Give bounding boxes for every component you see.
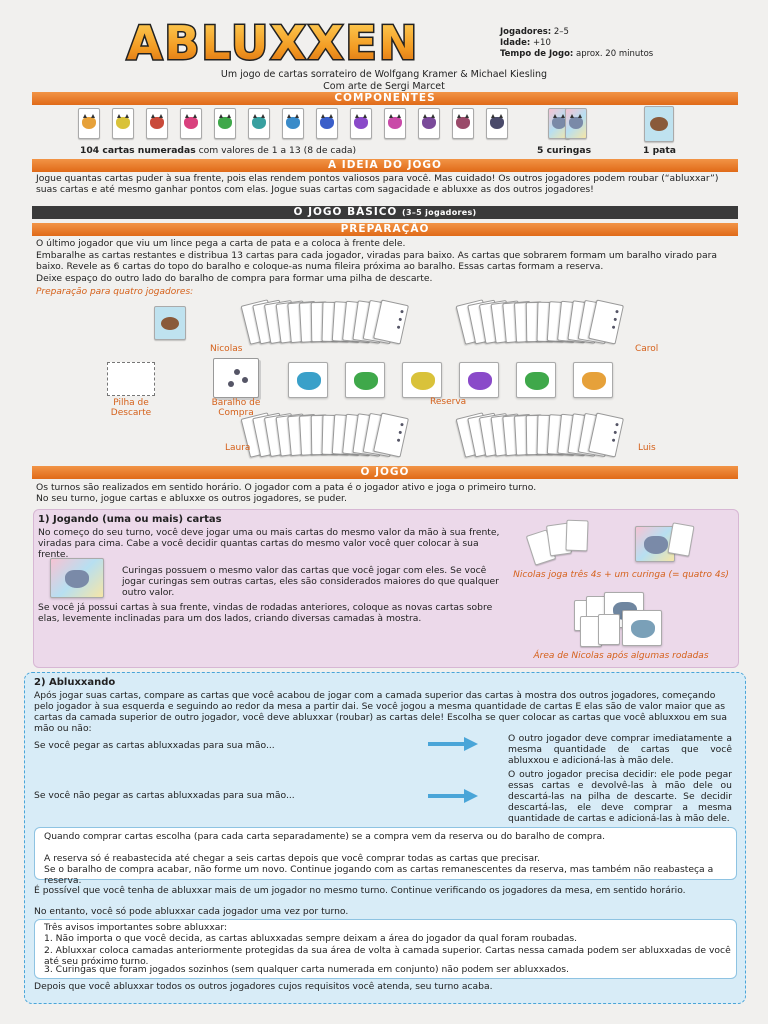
section-components: COMPONENTES xyxy=(32,92,738,105)
step2-text-3: No entanto, você só pode abluxxar cada j… xyxy=(34,906,349,917)
player-laura: Laura xyxy=(225,443,251,453)
numbered-card xyxy=(316,108,338,139)
step1-box xyxy=(33,509,739,668)
prep-step-3: Deixe espaço do outro lado do baralho de… xyxy=(36,273,433,284)
drawing-rule-1: Quando comprar cartas escolha (para cada… xyxy=(44,831,606,842)
reserve-card xyxy=(402,362,442,398)
step1-caption-1: Nicolas joga três 4s + um curinga (= qua… xyxy=(513,570,729,580)
draw-label: Baralho de Compra xyxy=(211,398,261,418)
game-intro-1: Os turnos são realizados em sentido horá… xyxy=(36,482,537,493)
carol-hand xyxy=(455,299,650,348)
numbered-card xyxy=(112,108,134,139)
section-game: O JOGO xyxy=(32,466,738,479)
player-luis: Luis xyxy=(638,443,656,453)
paw-card xyxy=(644,106,674,142)
prep-step-2: Embaralhe as cartas restantes e distribu… xyxy=(36,250,718,272)
reserve-card xyxy=(288,362,328,398)
reserve-row xyxy=(288,362,628,398)
numbered-card xyxy=(214,108,236,139)
abluxxen-logo: ABLUXXEN xyxy=(125,15,420,71)
numbered-card xyxy=(146,108,168,139)
step1-caption-2: Área de Nicolas após algumas rodadas xyxy=(533,651,709,661)
numbered-card xyxy=(384,108,406,139)
section-idea: A IDEIA DO JOGO xyxy=(32,159,738,172)
draw-deck xyxy=(213,358,259,398)
numbered-card xyxy=(350,108,372,139)
step2-text-2: É possível que você tenha de abluxxar ma… xyxy=(34,885,686,896)
paw-label: 1 pata xyxy=(643,145,676,156)
step1-text-3: Se você já possui cartas à sua frente, v… xyxy=(38,602,493,624)
prep-caption: Preparação para quatro jogadores: xyxy=(36,287,194,297)
wild-card xyxy=(50,558,104,598)
drawing-rule-2: A reserva só é reabastecida até chegar a… xyxy=(44,853,540,864)
idea-text: Jogue quantas cartas puder à sua frente,… xyxy=(36,173,719,195)
step1-text-1: No começo do seu turno, você deve jogar … xyxy=(38,527,500,560)
if-not-take-to-hand: Se você não pegar as cartas abluxxadas p… xyxy=(34,790,295,801)
reserve-card xyxy=(345,362,385,398)
reserve-card xyxy=(573,362,613,398)
discard-pile xyxy=(107,362,155,396)
drawing-rule-3: Se o baralho de compra acabar, não forme… xyxy=(44,864,714,886)
laura-hand xyxy=(240,412,435,461)
numbered-cards-label: 104 cartas numeradas com valores de 1 a … xyxy=(80,145,357,156)
nicolas-area-illustration xyxy=(570,592,690,648)
numbered-card xyxy=(486,108,508,139)
numbered-card xyxy=(418,108,440,139)
reserve-card xyxy=(459,362,499,398)
step1-text-2: Curingas possuem o mesmo valor das carta… xyxy=(122,565,499,598)
then-take-to-hand: O outro jogador deve comprar imediatamen… xyxy=(508,733,732,766)
then-not-take-to-hand: O outro jogador precisa decidir: ele pod… xyxy=(508,769,732,824)
numbered-card xyxy=(248,108,270,139)
warning-1: 1. Não importa o que você decida, as car… xyxy=(44,933,578,944)
numbered-card xyxy=(452,108,474,139)
player-carol: Carol xyxy=(635,344,659,354)
luis-hand xyxy=(455,412,650,461)
paw-card xyxy=(154,306,186,340)
section-basic-game: O JOGO BÁSICO (3–5 jogadores) xyxy=(32,206,738,219)
wild-card xyxy=(565,108,587,139)
step2-title: 2) Abluxxando xyxy=(34,677,116,688)
warnings-box xyxy=(34,919,737,979)
player-nicolas: Nicolas xyxy=(210,344,243,354)
reserve-card xyxy=(516,362,556,398)
numbered-cards-row xyxy=(78,108,518,142)
step1-title: 1) Jogando (uma ou mais) cartas xyxy=(38,514,222,525)
warning-2: 2. Abluxxar coloca camadas anteriormente… xyxy=(44,945,731,967)
game-meta: Jogadores: 2–5 Idade: +10 Tempo de Jogo:… xyxy=(500,27,654,59)
svg-text:ABLUXXEN: ABLUXXEN xyxy=(127,16,420,70)
wild-cards-label: 5 curingas xyxy=(537,145,592,156)
credits: Um jogo de cartas sorrateiro de Wolfgang… xyxy=(220,69,548,92)
numbered-card xyxy=(78,108,100,139)
numbered-card xyxy=(282,108,304,139)
if-take-to-hand: Se você pegar as cartas abluxxadas para … xyxy=(34,740,275,751)
arrow-right-icon xyxy=(428,737,478,751)
nicolas-hand xyxy=(240,299,435,348)
arrow-right-icon xyxy=(428,789,478,803)
numbered-card xyxy=(180,108,202,139)
game-intro-2: No seu turno, jogue cartas e abluxxe os … xyxy=(36,493,347,504)
section-preparation: PREPARAÇÃO xyxy=(32,223,738,236)
warnings-title: Três avisos importantes sobre abluxxar: xyxy=(44,922,228,933)
step2-text-1: Após jogar suas cartas, compare as carta… xyxy=(34,690,728,734)
drawing-rules-box xyxy=(34,827,737,880)
nicolas-play-illustration xyxy=(525,518,720,570)
prep-step-1: O último jogador que viu um lince pega a… xyxy=(36,238,406,249)
reserve-label: Reserva xyxy=(430,397,467,407)
warning-3: 3. Curingas que foram jogados sozinhos (… xyxy=(44,964,569,975)
discard-label: Pilha de Descarte xyxy=(110,398,152,418)
turn-end-text: Depois que você abluxxar todos os outros… xyxy=(34,981,493,992)
